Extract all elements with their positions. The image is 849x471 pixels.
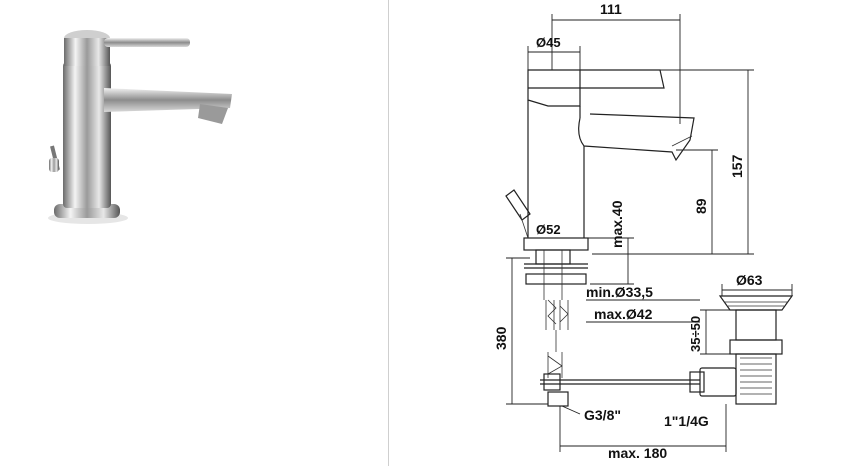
dim-waste-range: 35÷50 — [688, 316, 703, 352]
dim-dia-base: Ø52 — [536, 222, 561, 237]
faucet-dimension-drawing: 111 Ø45 Ø52 157 89 max.40 min.Ø33,5 max.… — [493, 1, 794, 461]
dim-max-hole: max.Ø42 — [594, 306, 653, 322]
dim-max-deck: max.40 — [609, 200, 625, 248]
dim-height-total: 157 — [729, 154, 745, 178]
panel-divider — [388, 0, 389, 466]
dim-dia-waste: Ø63 — [736, 272, 763, 288]
product-photo — [0, 0, 300, 240]
dim-min-hole: min.Ø33,5 — [586, 284, 653, 300]
technical-drawing: 111 Ø45 Ø52 157 89 max.40 min.Ø33,5 max.… — [389, 0, 849, 466]
faucet-outline — [505, 69, 695, 251]
dim-thread-hose: G3/8" — [584, 407, 621, 423]
waste-fitting — [689, 295, 794, 405]
under-deck-fixings — [524, 249, 700, 407]
dim-height-spout: 89 — [693, 198, 709, 214]
faucet-photo-illustration — [48, 30, 232, 224]
dimension-lines — [506, 14, 793, 452]
dim-dia-body: Ø45 — [536, 35, 561, 50]
dim-thread-waste: 1"1/4G — [664, 413, 709, 429]
dim-max-rod: max. 180 — [608, 445, 667, 461]
dim-width-top: 111 — [600, 1, 622, 17]
dim-hose-length: 380 — [493, 326, 509, 350]
